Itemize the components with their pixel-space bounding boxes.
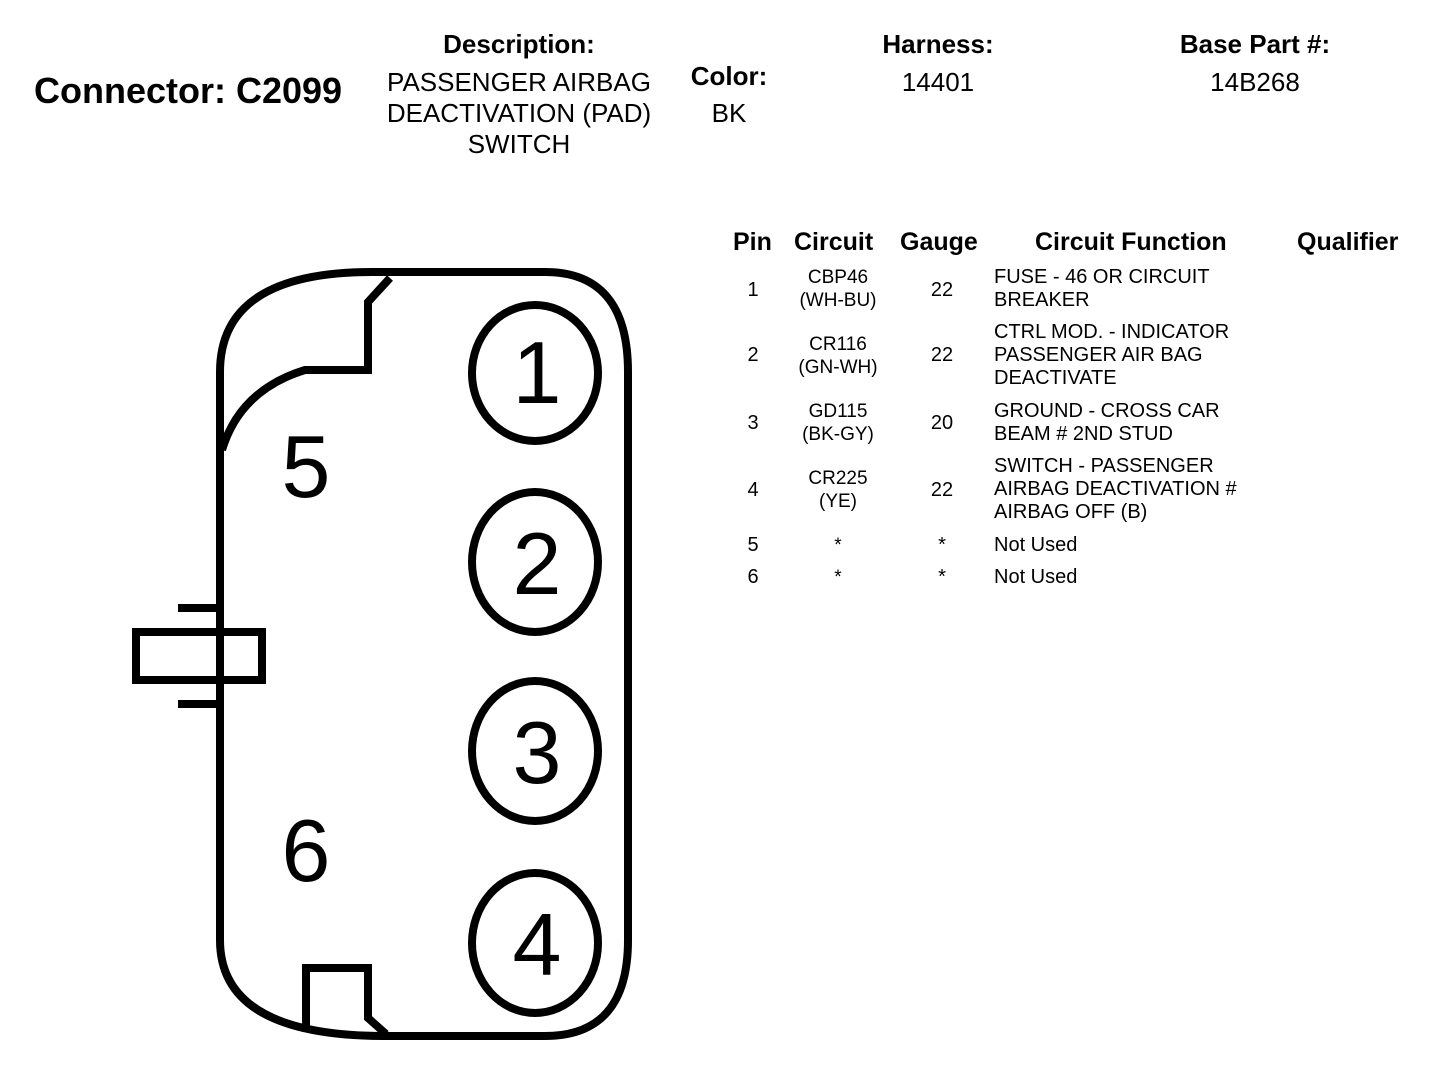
base-part-value: 14B268 xyxy=(1210,67,1300,97)
description-line: SWITCH xyxy=(467,129,571,159)
pin-label-1: 1 xyxy=(513,323,562,422)
pin-number: 1 xyxy=(747,279,759,301)
column-header-circuit: Circuit xyxy=(794,228,874,256)
circuit-id: * xyxy=(778,566,898,589)
circuit-function: SWITCH - PASSENGER AIRBAG DEACTIVATION #… xyxy=(994,455,1237,524)
pin-cavity-1 xyxy=(468,301,602,445)
key-notch-top xyxy=(218,275,393,452)
wire-color: (BK-GY) xyxy=(802,424,874,445)
pin-number: 2 xyxy=(747,344,759,366)
circuit-id: GD115 (BK-GY) xyxy=(778,400,898,446)
function-line: AIRBAG DEACTIVATION # xyxy=(994,478,1237,500)
circuit-function: GROUND - CROSS CAR BEAM # 2ND STUD xyxy=(994,400,1220,446)
function-line: DEACTIVATE xyxy=(994,367,1117,389)
circuit-code: * xyxy=(834,535,842,556)
wire-gauge: * xyxy=(938,534,946,556)
key-notch-bottom xyxy=(302,964,389,1037)
side-latch xyxy=(132,628,266,684)
circuit-code: CBP46 xyxy=(807,267,869,288)
function-line: Not Used xyxy=(994,566,1078,588)
pin-cavity-2 xyxy=(468,488,602,636)
function-line: AIRBAG OFF (B) xyxy=(994,501,1148,523)
function-line: PASSENGER AIR BAG xyxy=(994,344,1203,366)
base-part-label: Base Part #: xyxy=(1179,29,1331,59)
circuit-code: CR116 xyxy=(809,334,867,355)
wire-color: (YE) xyxy=(819,491,857,512)
description-value: PASSENGER AIRBAG DEACTIVATION (PAD) SWIT… xyxy=(366,67,672,160)
function-line: GROUND - CROSS CAR xyxy=(994,400,1220,422)
pin-cavity-4 xyxy=(468,869,602,1017)
pin-number: 5 xyxy=(747,534,759,556)
connector-title: Connector: C2099 xyxy=(34,70,343,111)
column-header-pin: Pin xyxy=(733,228,772,256)
connector-face-diagram: 1 2 3 4 5 6 xyxy=(132,268,632,1040)
function-line: BREAKER xyxy=(994,289,1090,311)
circuit-code: GD115 xyxy=(808,401,868,422)
column-header-gauge: Gauge xyxy=(900,228,978,256)
pin-number: 6 xyxy=(747,566,759,588)
circuit-id: CR116 (GN-WH) xyxy=(778,333,898,379)
circuit-function: Not Used xyxy=(994,534,1077,557)
function-line: CTRL MOD. - INDICATOR xyxy=(994,321,1230,343)
connector-housing-outline xyxy=(216,268,632,1040)
wire-gauge: 20 xyxy=(930,412,954,434)
column-header-qualifier: Qualifier xyxy=(1297,228,1399,256)
wire-gauge: 22 xyxy=(930,479,954,501)
description-line: PASSENGER AIRBAG xyxy=(387,67,651,97)
wire-gauge: 22 xyxy=(930,279,954,301)
color-label: Color: xyxy=(690,61,768,91)
wire-gauge: * xyxy=(938,566,946,588)
harness-label: Harness: xyxy=(882,29,994,59)
pin-cavity-3 xyxy=(468,677,602,825)
pin-label-5: 5 xyxy=(282,417,331,516)
circuit-function: CTRL MOD. - INDICATOR PASSENGER AIR BAG … xyxy=(994,321,1229,390)
pin-label-6: 6 xyxy=(282,801,331,900)
description-label: Description: xyxy=(443,29,595,59)
pin-label-3: 3 xyxy=(513,703,562,802)
circuit-function: Not Used xyxy=(994,566,1077,589)
color-value: BK xyxy=(711,98,747,128)
pin-label-2: 2 xyxy=(513,514,562,613)
column-header-circuit-function: Circuit Function xyxy=(1035,228,1227,256)
circuit-code: * xyxy=(834,567,842,588)
function-line: SWITCH - PASSENGER xyxy=(994,455,1214,477)
circuit-id: CBP46 (WH-BU) xyxy=(778,266,898,312)
circuit-id: * xyxy=(778,534,898,557)
circuit-function: FUSE - 46 OR CIRCUIT BREAKER xyxy=(994,266,1210,312)
circuit-code: CR225 xyxy=(808,468,868,489)
pin-number: 4 xyxy=(747,479,759,501)
pin-number: 3 xyxy=(747,412,759,434)
function-line: Not Used xyxy=(994,534,1078,556)
pin-label-4: 4 xyxy=(513,895,562,994)
function-line: FUSE - 46 OR CIRCUIT xyxy=(994,266,1210,288)
circuit-id: CR225 (YE) xyxy=(778,467,898,513)
function-line: BEAM # 2ND STUD xyxy=(994,423,1173,445)
wire-color: (WH-BU) xyxy=(799,290,877,311)
wire-color: (GN-WH) xyxy=(798,357,878,378)
description-line: DEACTIVATION (PAD) xyxy=(386,98,652,128)
wire-gauge: 22 xyxy=(930,344,954,366)
harness-value: 14401 xyxy=(901,67,975,97)
